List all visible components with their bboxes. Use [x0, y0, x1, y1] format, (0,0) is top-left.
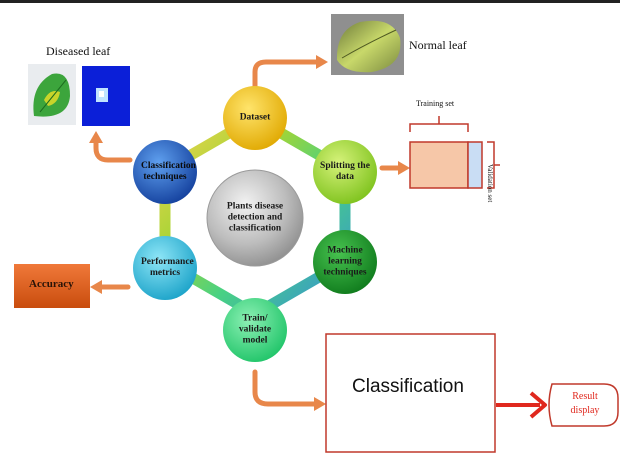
classification-label: Classification — [352, 376, 464, 397]
red-arrow — [496, 391, 547, 419]
split-data-blocks — [409, 116, 500, 189]
node-classif-label: Classification techniques — [141, 161, 196, 182]
node-perf — [133, 236, 197, 300]
center-label: Plants disease detection and classificat… — [226, 201, 284, 234]
node-ml-label: Machine learning techniques — [323, 245, 367, 278]
accuracy-label: Accuracy — [29, 278, 74, 290]
node-ml — [313, 230, 377, 294]
classification-box — [325, 333, 496, 453]
result-display-box — [548, 383, 619, 427]
node-splitting-label: Splitting the data — [320, 161, 370, 182]
normal-leaf-label: Normal leaf — [409, 38, 467, 52]
orange-arrows — [93, 59, 403, 407]
node-train-label: Train/ validate model — [238, 313, 272, 346]
center-circle — [206, 169, 304, 267]
validation-set-label: Validation set — [486, 164, 494, 203]
orange-arrowheads — [89, 55, 410, 411]
diseased-leaf-mask-image — [82, 66, 130, 126]
top-border — [0, 0, 620, 3]
node-perf-label: Performance metrics — [141, 257, 194, 278]
node-splitting — [313, 140, 377, 204]
node-train — [223, 298, 287, 362]
node-classif — [133, 140, 197, 204]
node-dataset — [223, 86, 287, 150]
accuracy-box — [14, 264, 90, 308]
result-display-label: Result display — [570, 391, 600, 416]
normal-leaf-image — [331, 14, 404, 75]
node-dataset-label: Dataset — [239, 112, 271, 123]
diseased-leaf-image — [28, 64, 76, 125]
diseased-leaf-label: Diseased leaf — [46, 44, 111, 58]
training-set-label: Training set — [416, 99, 455, 108]
